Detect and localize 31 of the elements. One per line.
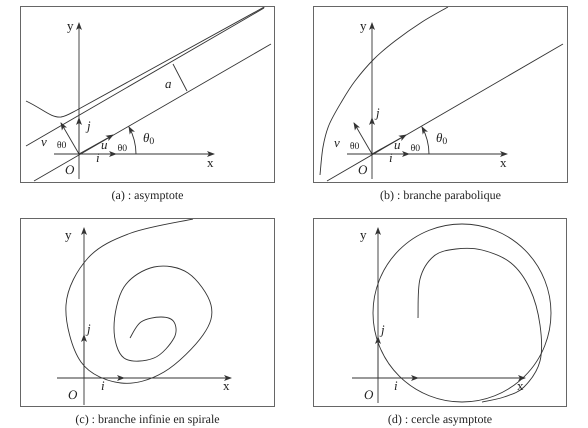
axis-label: x (223, 379, 230, 392)
origin-label: O (358, 163, 368, 176)
panel-caption: (b) : branche parabolique (380, 187, 501, 204)
vector-label: i⃗ (394, 379, 408, 392)
vector-label: v⃗$_{θ0}$ (41, 135, 66, 148)
vector-label: u⃗$_{θ0}$ (101, 138, 128, 151)
vector-label: j⃗ (376, 106, 390, 119)
angle-label: θ$_{0}$ (143, 131, 154, 144)
vector-label: j⃗ (381, 323, 395, 336)
origin-label: O (364, 388, 374, 401)
panel-caption: (d) : cercle asymptote (388, 411, 492, 428)
panel-caption: (c) : branche infinie en spirale (75, 411, 220, 428)
vector-label: v⃗$_{θ0}$ (334, 136, 360, 149)
angle-label: θ$_{0}$ (436, 131, 448, 144)
axis-label: y (65, 228, 72, 241)
axis-label: y (360, 228, 366, 241)
origin-label: O (68, 388, 78, 401)
axis-label: y (67, 19, 74, 32)
axis-label: x (517, 379, 524, 392)
origin-label: O (65, 163, 74, 176)
panel-caption: (a) : asymptote (112, 187, 184, 204)
axis-label: x (207, 156, 214, 169)
axis-label: x (500, 156, 506, 169)
distance-label: a (165, 77, 172, 90)
vector-label: j⃗ (87, 322, 101, 335)
vector-label: i⃗ (389, 151, 403, 164)
vector-label: i⃗ (101, 379, 115, 392)
vector-label: j⃗ (87, 119, 101, 132)
axis-label: y (360, 19, 366, 32)
vector-label: i⃗ (96, 151, 110, 164)
vector-label: u⃗$_{θ0}$ (394, 138, 420, 151)
